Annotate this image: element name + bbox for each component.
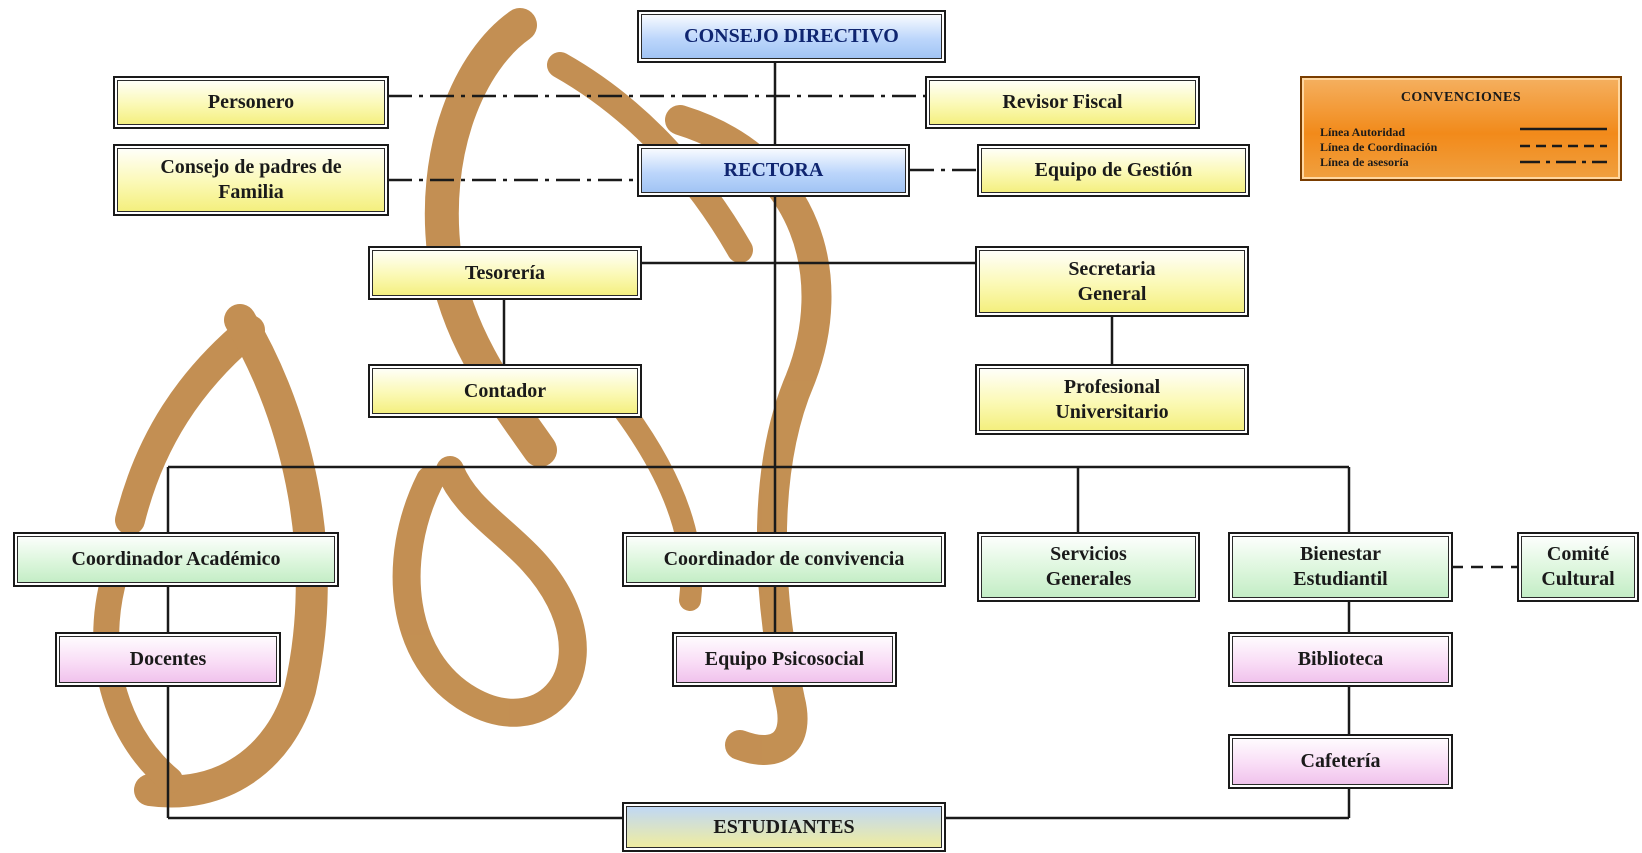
legend-item-authority: Línea Autoridad [1320,125,1406,139]
node-coordinador-academico: Coordinador Académico [13,532,339,587]
legend-title: CONVENCIONES [1400,90,1522,105]
watermark-stroke [115,315,265,535]
node-equipo-psicosocial: Equipo Psicosocial [672,632,897,687]
node-consejo-padres: Consejo de padres de Familia [113,144,389,216]
node-comite-cultural: Comité Cultural [1517,532,1639,602]
node-rectora: RECTORA [637,144,910,197]
legend-item-advisory: Línea de asesoría [1320,155,1409,169]
watermark-stroke [665,105,832,765]
node-bienestar-estudiantil: Bienestar Estudiantil [1228,532,1453,602]
node-profesional-universitario: Profesional Universitario [975,364,1249,435]
node-consejo-directivo: CONSEJO DIRECTIVO [637,10,946,63]
node-revisor-fiscal: Revisor Fiscal [925,76,1200,129]
legend-item-coordination: Línea de Coordinación [1320,140,1438,154]
legend-line-samples [1520,127,1607,164]
node-biblioteca: Biblioteca [1228,632,1453,687]
node-equipo-gestion: Equipo de Gestión [977,144,1250,197]
watermark-stroke [392,456,587,727]
node-contador: Contador [368,364,642,418]
node-coordinador-convivencia: Coordinador de convivencia [622,532,946,587]
node-cafeteria: Cafetería [1228,734,1453,789]
node-docentes: Docentes [55,632,281,687]
node-estudiantes: ESTUDIANTES [622,802,946,852]
node-secretaria-general: Secretaria General [975,246,1249,317]
legend-box: CONVENCIONES Línea Autoridad Línea de Co… [1300,76,1622,181]
node-servicios-generales: Servicios Generales [977,532,1200,602]
node-personero: Personero [113,76,389,129]
node-tesoreria: Tesorería [368,246,642,300]
watermark-stroke [134,304,328,808]
